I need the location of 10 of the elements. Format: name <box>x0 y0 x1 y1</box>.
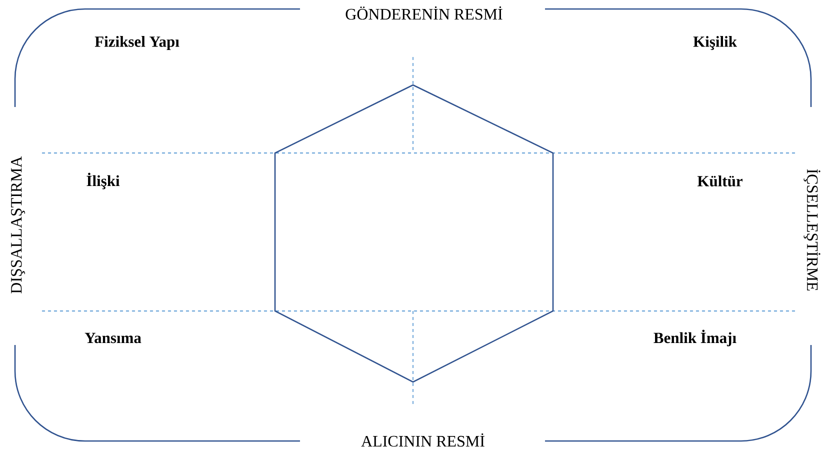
facet-label: Yansıma <box>84 332 142 344</box>
side-label: GÖNDERENİN RESMİ <box>346 6 502 20</box>
facet-label: Kişilik <box>693 36 737 50</box>
side-label: İÇSELLEŞTİRME <box>804 169 820 291</box>
side-label: ALICININ RESMİ <box>361 433 484 447</box>
side-label: DIŞSALLAŞTIRMA <box>11 156 25 294</box>
facet-label: Kültür <box>697 176 742 186</box>
facet-label: Fiziksel Yapı <box>94 36 180 50</box>
facet-label: Benlik İmajı <box>654 330 736 346</box>
facet-label: İlişki <box>86 172 120 190</box>
